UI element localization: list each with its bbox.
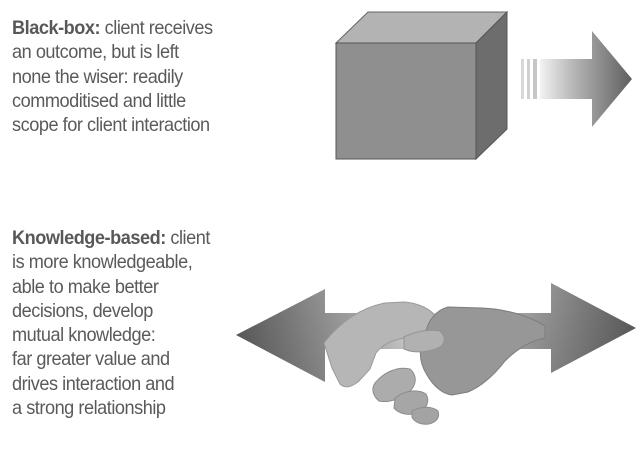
- knowledge-line-3: able to make better: [12, 275, 159, 298]
- black-box-line-1: client receives: [104, 17, 213, 39]
- knowledge-line-5: mutual knowledge:: [12, 324, 156, 347]
- black-box-description: Black-box: client receives an outcome, b…: [12, 16, 213, 137]
- knowledge-line-6: far greater value and: [12, 348, 170, 371]
- black-box-line-5: scope for client interaction: [12, 114, 210, 137]
- cube-icon: [334, 10, 509, 161]
- knowledge-line-8: a strong relationship: [12, 397, 166, 420]
- knowledge-line-7: drives interaction and: [12, 372, 175, 395]
- knowledge-line-2: is more knowledgeable,: [12, 251, 193, 274]
- knowledge-based-heading: Knowledge-based:: [12, 227, 166, 249]
- knowledge-line-4: decisions, develop: [12, 299, 153, 322]
- black-box-line-2: an outcome, but is left: [12, 41, 179, 64]
- right-arrow-icon: [521, 31, 632, 127]
- handshake-icon: [323, 301, 546, 425]
- knowledge-based-description: Knowledge-based: client is more knowledg…: [12, 226, 210, 420]
- black-box-line-4: commoditised and little: [12, 89, 186, 112]
- knowledge-line-1: client: [170, 227, 210, 249]
- black-box-heading: Black-box:: [12, 17, 101, 39]
- black-box-line-3: none the wiser: readily: [12, 65, 183, 88]
